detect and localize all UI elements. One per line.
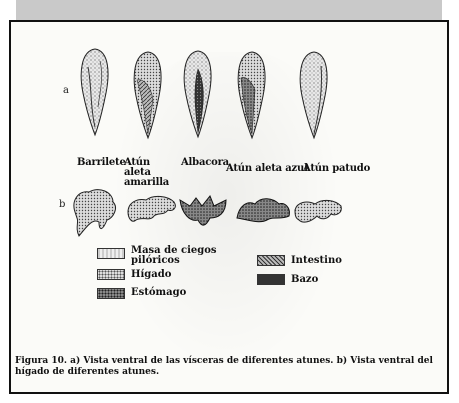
viscera-drawing-barrilete <box>78 47 112 137</box>
species-label-barrilete: Barrilete <box>77 158 121 168</box>
liver-drawing-atun-patudo <box>291 194 345 228</box>
legend-label-bazo: Bazo <box>291 275 318 285</box>
viscera-drawing-atun-aleta-azul <box>235 50 269 140</box>
species-label-atun-aleta-amarilla: Atún aleta amarilla <box>124 158 178 188</box>
species-label-atun-patudo: Atún patudo <box>303 164 373 174</box>
liver-drawing-barrilete <box>69 182 121 238</box>
legend-swatch-intestino <box>257 255 285 266</box>
legend-label-higado: Hígado <box>131 270 171 280</box>
panel-label-b: b <box>59 199 65 210</box>
legend-swatch-bazo <box>257 274 285 285</box>
liver-drawing-atun-aleta-azul <box>233 194 293 226</box>
liver-drawing-albacora <box>176 190 230 232</box>
figure-caption: Figura 10. a) Vista ventral de las vísce… <box>15 356 445 378</box>
panel-label-a: a <box>63 85 69 96</box>
species-label-atun-aleta-azul: Atún aleta azul <box>226 164 312 174</box>
species-label-albacora: Albacora <box>181 158 231 168</box>
legend-label-estomago: Estómago <box>131 288 186 298</box>
viscera-drawing-atun-patudo <box>297 50 331 140</box>
viscera-drawing-albacora <box>181 49 215 139</box>
liver-drawing-atun-aleta-amarilla <box>124 192 180 226</box>
legend-label-intestino: Intestino <box>291 256 342 266</box>
legend-swatch-ciegos <box>97 248 125 259</box>
viscera-drawing-atun-aleta-amarilla <box>131 50 165 140</box>
legend-swatch-higado <box>97 269 125 280</box>
legend-swatch-estomago <box>97 288 125 299</box>
top-toolbar-strip <box>16 0 442 20</box>
scanned-figure-page: a Barrilete Atún aleta amarilla Albacora… <box>9 20 449 394</box>
legend-label-ciegos: Masa de ciegos pilóricos <box>131 246 231 266</box>
